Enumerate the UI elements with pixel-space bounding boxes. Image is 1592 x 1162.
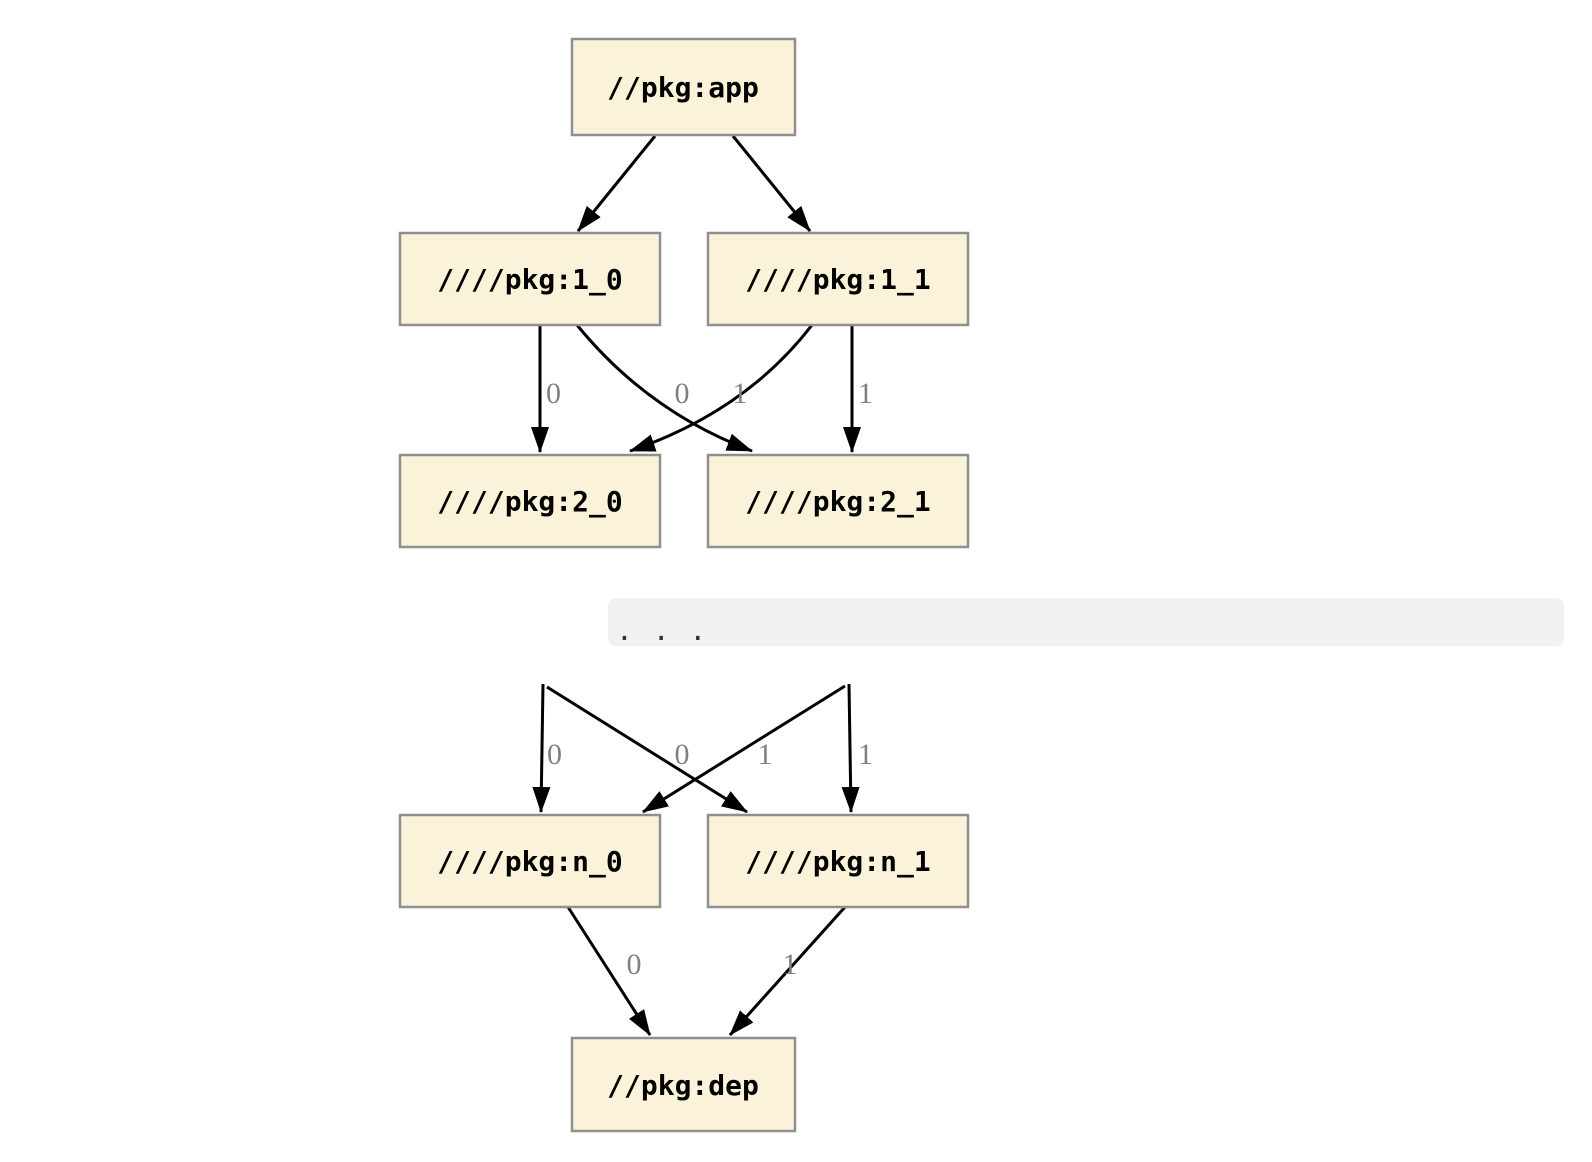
node-n_0-box — [398, 813, 662, 909]
edge-label-1_1-2_0: 0 — [675, 377, 690, 410]
node-1_0-label: ////pkg:1_0 — [437, 263, 622, 296]
node-n_0-label: ////pkg:n_0 — [437, 845, 622, 878]
edge-ellipsis-to-n_0-diagonal — [642, 684, 846, 814]
node-1_0-box — [398, 231, 662, 327]
node-2_0-box — [398, 453, 662, 549]
edge-ellipsis-to-n_1-vertical — [841, 683, 860, 813]
node-n_1-label: ////pkg:n_1 — [745, 845, 930, 878]
edge-label-1_0-2_0: 0 — [546, 377, 561, 410]
edge-label-ellipsis-n_1-vertical: 1 — [858, 738, 873, 771]
edge-n_0-to-dep — [566, 906, 652, 1036]
edge-label-ellipsis-n_0-diagonal: 0 — [675, 738, 690, 771]
ellipsis-bar: . . . — [608, 598, 1564, 647]
ellipsis-bar-background — [608, 598, 1564, 646]
edge-label-ellipsis-n_1-diagonal: 1 — [758, 738, 773, 771]
edge-1_0-to-2_1 — [575, 324, 753, 453]
node-app-label: //pkg:app — [607, 71, 759, 104]
edge-label-n_0-dep: 0 — [627, 948, 642, 981]
edge-label-n_1-dep: 1 — [783, 948, 798, 981]
edge-label-ellipsis-n_0-vertical: 0 — [547, 738, 562, 771]
edge-label-1_1-2_1: 1 — [858, 377, 873, 410]
node-1_0: ////pkg:1_0 — [398, 231, 662, 327]
node-2_1-label: ////pkg:2_1 — [745, 485, 930, 518]
node-1_1-box — [706, 231, 970, 327]
node-1_1: ////pkg:1_1 — [706, 231, 970, 327]
node-n_0: ////pkg:n_0 — [398, 813, 662, 909]
edge-n_1-to-dep — [728, 905, 847, 1037]
edge-app-to-1_1 — [731, 135, 812, 232]
node-2_1: ////pkg:2_1 — [706, 453, 970, 549]
node-app: //pkg:app — [570, 37, 797, 137]
edge-label-1_0-2_1: 1 — [733, 377, 748, 410]
node-1_1-label: ////pkg:1_1 — [745, 263, 930, 296]
edge-1_1-to-2_0 — [629, 324, 814, 453]
node-2_1-box — [706, 453, 970, 549]
node-2_0-label: ////pkg:2_0 — [437, 485, 622, 518]
node-dep: //pkg:dep — [570, 1036, 797, 1133]
node-app-box — [570, 37, 797, 137]
node-n_1: ////pkg:n_1 — [706, 813, 970, 909]
edge-label-layer: 0 0 1 1 0 0 1 1 0 1 — [546, 377, 873, 981]
node-dep-label: //pkg:dep — [607, 1069, 759, 1102]
ellipsis-text: . . . — [616, 614, 708, 647]
node-2_0: ////pkg:2_0 — [398, 453, 662, 549]
node-dep-box — [570, 1036, 797, 1133]
edge-layer — [531, 135, 861, 1037]
edge-ellipsis-to-n_0-vertical — [532, 683, 551, 813]
edge-ellipsis-to-n_1-diagonal — [546, 685, 748, 814]
node-n_1-box — [706, 813, 970, 909]
edge-app-to-1_0 — [576, 135, 657, 232]
